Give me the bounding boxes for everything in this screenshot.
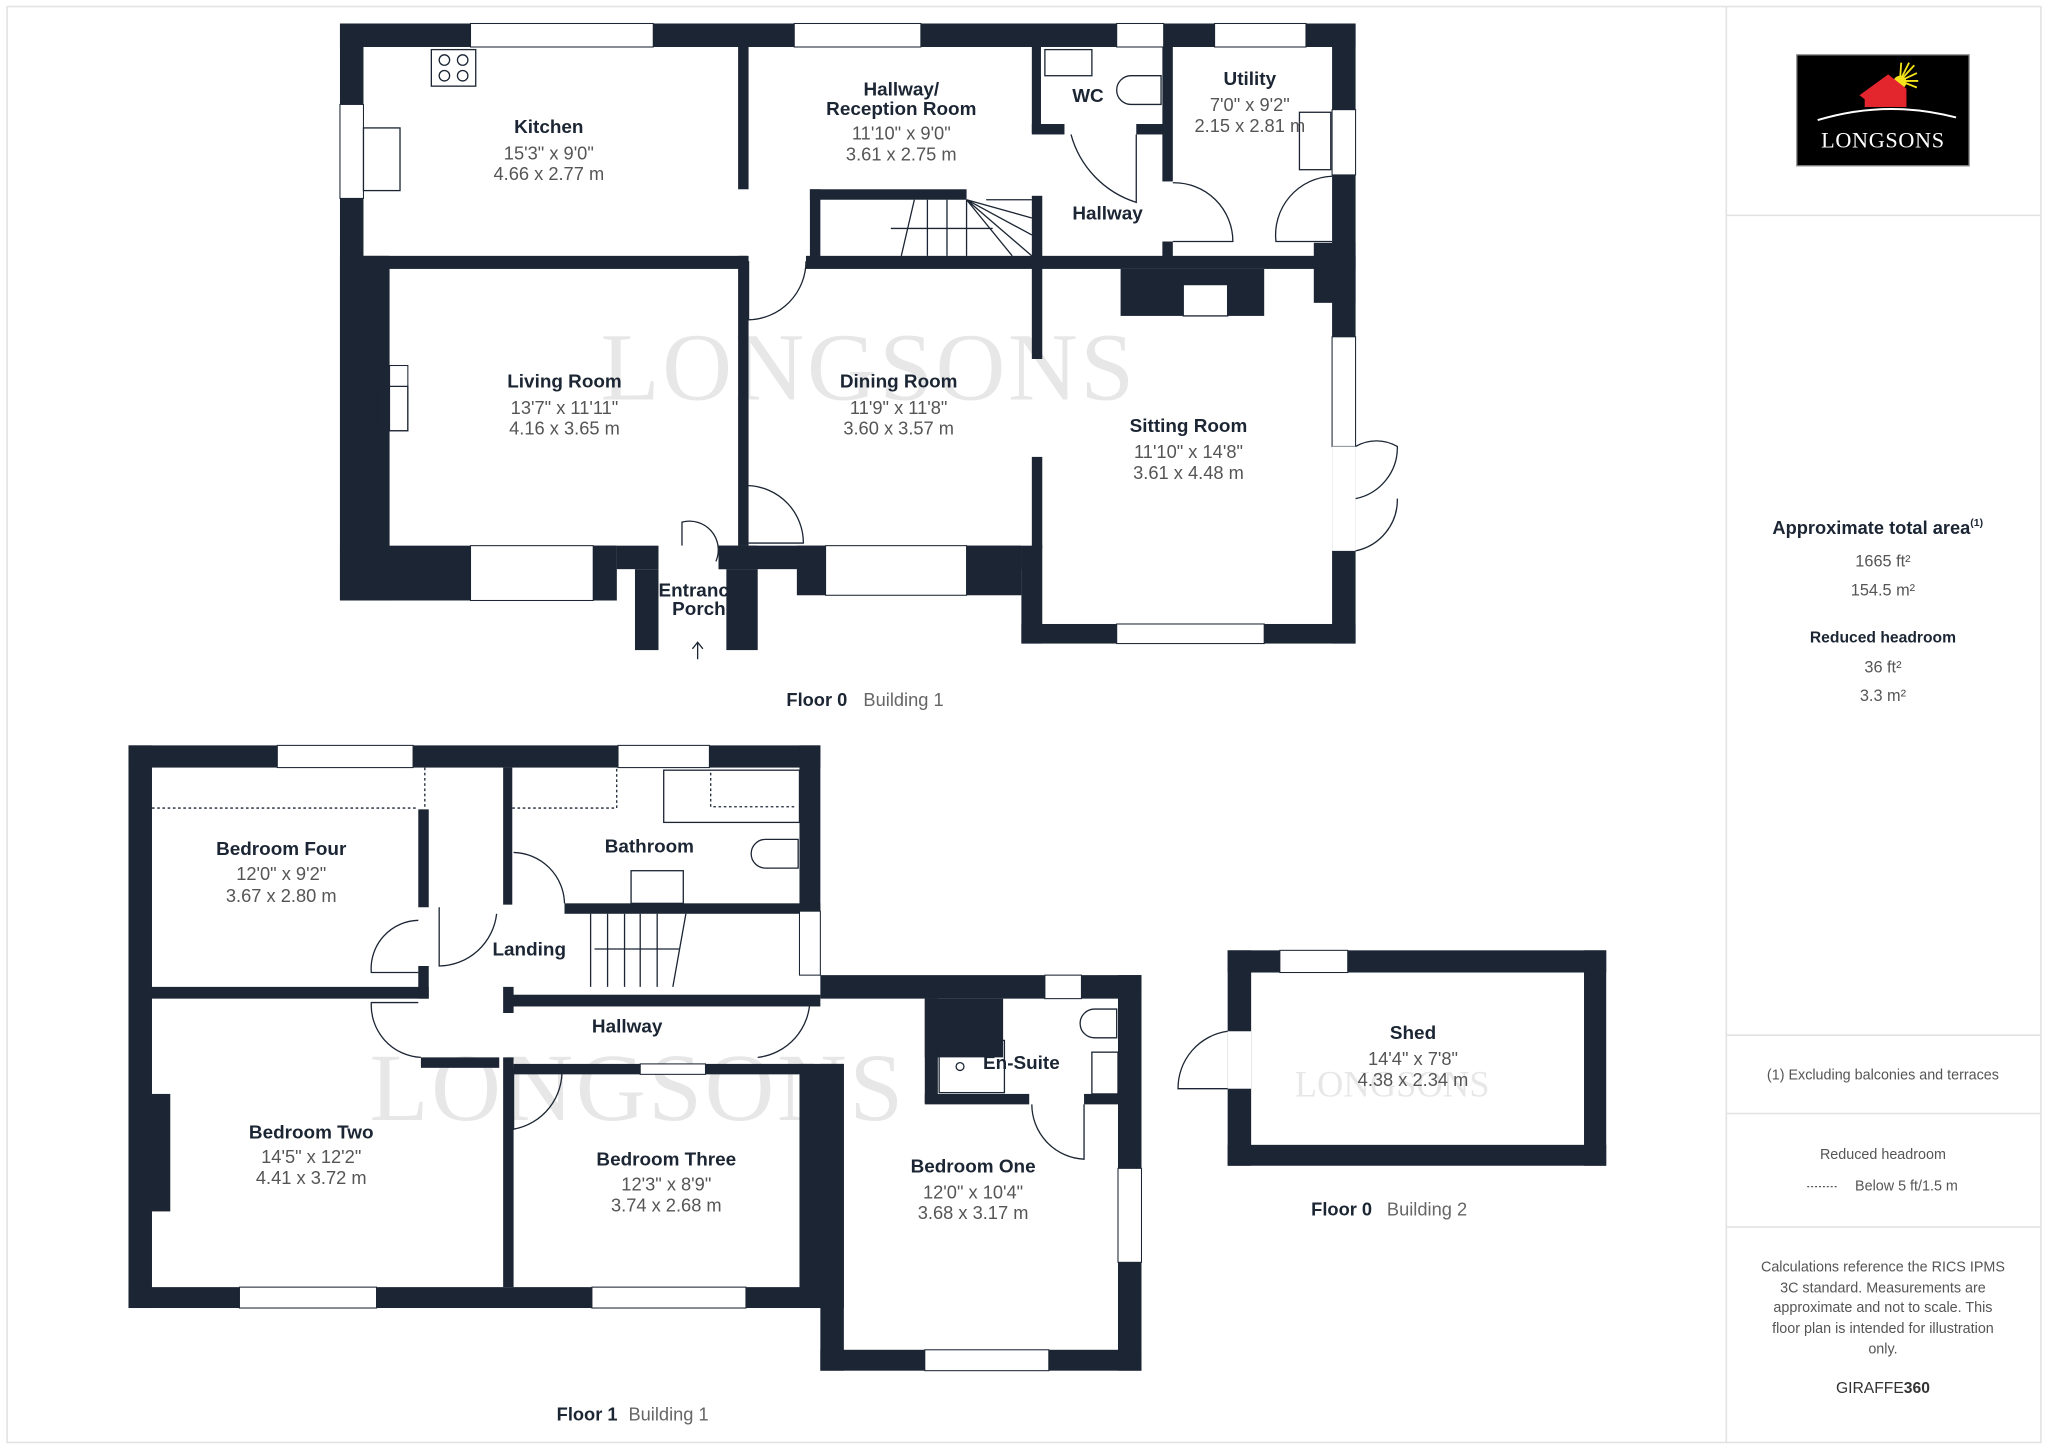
disclaimer-line: 3C standard. Measurements are	[1780, 1280, 1986, 1296]
logo-text: LONGSONS	[1821, 128, 1945, 153]
room-name: Bedroom Four	[216, 839, 347, 860]
total-area-title: Approximate total area(1)	[1772, 517, 1983, 538]
room-entrance-porch: Entrance Porch	[659, 581, 740, 620]
room-name: Entrance	[659, 581, 740, 602]
legend-title: Reduced headroom	[1820, 1147, 1946, 1163]
room-name: Hallway	[592, 1017, 663, 1038]
room-shed: Shed 14'4" x 7'8" 4.38 x 2.34 m	[1358, 1023, 1469, 1090]
room-name: Bathroom	[605, 836, 694, 857]
page-border	[6, 5, 2042, 1444]
reduced-headroom-title: Reduced headroom	[1810, 629, 1956, 646]
room-living-room: Living Room 13'7" x 11'11" 4.16 x 3.65 m	[507, 372, 621, 439]
room-name: Landing	[492, 940, 566, 961]
room-en-suite: En-Suite	[983, 1053, 1060, 1074]
room-name: Utility	[1224, 69, 1277, 90]
room-dimensions-imperial: 11'9" x 11'8"	[850, 397, 947, 418]
floor-label: Floor 1	[557, 1403, 618, 1424]
watermark: LONGSONS	[601, 313, 1137, 420]
room-dimensions-imperial: 13'7" x 11'11"	[511, 397, 619, 418]
watermark: LONGSONS	[1295, 1064, 1490, 1105]
longsons-logo: LONGSONS	[1796, 54, 1970, 167]
room-landing: Landing	[492, 940, 566, 961]
disclaimer-line: Calculations reference the RICS IPMS	[1761, 1259, 2005, 1275]
footnote: (1) Excluding balconies and terraces	[1767, 1068, 1999, 1084]
room-utility: Utility 7'0" x 9'2" 2.15 x 2.81 m	[1194, 69, 1305, 136]
room-dimensions-imperial: 15'3" x 9'0"	[504, 142, 594, 163]
room-dimensions-metric: 3.61 x 2.75 m	[846, 144, 957, 165]
floor-label: Floor 0	[1311, 1198, 1372, 1219]
total-area-m: 154.5 m²	[1851, 581, 1916, 599]
room-bedroom-four: Bedroom Four 12'0" x 9'2" 3.67 x 2.80 m	[216, 839, 347, 906]
room-name: Bedroom Three	[596, 1150, 736, 1171]
building-label: Building 2	[1387, 1198, 1467, 1219]
room-dimensions-metric: 4.66 x 2.77 m	[493, 163, 604, 184]
room-dimensions-imperial: 11'10" x 9'0"	[852, 123, 951, 144]
room-hallway: Hallway	[1072, 203, 1143, 224]
building-label: Building 1	[628, 1403, 708, 1424]
room-name: WC	[1072, 86, 1104, 107]
room-name: Dining Room	[840, 372, 958, 393]
room-bedroom-three: Bedroom Three 12'3" x 8'9" 3.74 x 2.68 m	[596, 1150, 736, 1216]
room-dimensions-metric: 4.38 x 2.34 m	[1358, 1069, 1469, 1090]
room-sitting-room: Sitting Room 11'10" x 14'8" 3.61 x 4.48 …	[1130, 416, 1248, 483]
room-hallway-reception: Hallway/ Reception Room 11'10" x 9'0" 3.…	[826, 79, 976, 164]
room-dimensions-metric: 3.68 x 3.17 m	[918, 1202, 1029, 1223]
room-bedroom-one: Bedroom One 12'0" x 10'4" 3.68 x 3.17 m	[911, 1156, 1036, 1223]
room-name: Kitchen	[514, 117, 583, 138]
room-dimensions-imperial: 14'5" x 12'2"	[261, 1146, 361, 1167]
room-dimensions-imperial: 12'0" x 10'4"	[923, 1181, 1023, 1202]
room-name: Living Room	[507, 372, 621, 393]
room-dimensions-imperial: 14'4" x 7'8"	[1368, 1048, 1458, 1069]
room-dimensions-imperial: 12'3" x 8'9"	[621, 1174, 711, 1195]
floor-0-building-2-plan	[1177, 949, 1607, 1166]
room-dimensions-imperial: 11'10" x 14'8"	[1134, 441, 1243, 462]
room-dimensions-metric: 3.60 x 3.57 m	[843, 418, 954, 439]
legend-item: Below 5 ft/1.5 m	[1855, 1179, 1958, 1195]
disclaimer-line: approximate and not to scale. This	[1773, 1300, 1992, 1316]
reduced-headroom-m: 3.3 m²	[1860, 687, 1907, 705]
room-name: Reception Room	[826, 99, 976, 120]
room-dimensions-metric: 4.41 x 3.72 m	[256, 1167, 367, 1188]
info-panel: LONGSONS Approximate total area(1) 1665 …	[1725, 6, 2041, 1443]
floor-1-building-1-plan	[128, 744, 1143, 1372]
room-name: En-Suite	[983, 1053, 1060, 1074]
room-dining-room: Dining Room 11'9" x 11'8" 3.60 x 3.57 m	[840, 372, 958, 439]
floor-0-building-1-plan	[339, 22, 1398, 660]
room-dimensions-metric: 3.67 x 2.80 m	[226, 885, 337, 906]
room-name: Sitting Room	[1130, 416, 1248, 437]
room-name: Hallway/	[863, 79, 939, 100]
floor-label: Floor 0	[786, 689, 847, 710]
room-hallway-upstairs: Hallway	[592, 1017, 663, 1038]
room-bathroom: Bathroom	[605, 836, 694, 857]
room-dimensions-imperial: 7'0" x 9'2"	[1210, 94, 1290, 115]
total-area-ft: 1665 ft²	[1855, 553, 1911, 571]
room-dimensions-metric: 2.15 x 2.81 m	[1194, 115, 1305, 136]
room-name: Porch	[672, 599, 726, 620]
room-bedroom-two: Bedroom Two 14'5" x 12'2" 4.41 x 3.72 m	[249, 1122, 374, 1188]
room-dimensions-metric: 3.74 x 2.68 m	[611, 1194, 722, 1215]
giraffe360-brand: GIRAFFE360	[1836, 1380, 1930, 1397]
room-name: Hallway	[1072, 203, 1143, 224]
building-label: Building 1	[863, 689, 943, 710]
room-kitchen: Kitchen 15'3" x 9'0" 4.66 x 2.77 m	[493, 117, 604, 184]
room-dimensions-metric: 3.61 x 4.48 m	[1133, 462, 1244, 483]
disclaimer-line: floor plan is intended for illustration	[1772, 1321, 1994, 1337]
room-name: Shed	[1390, 1023, 1436, 1044]
reduced-headroom-ft: 36 ft²	[1864, 658, 1902, 676]
room-wc: WC	[1072, 86, 1104, 107]
room-name: Bedroom One	[911, 1156, 1036, 1177]
room-name: Bedroom Two	[249, 1122, 374, 1143]
disclaimer-line: only.	[1868, 1342, 1897, 1358]
room-dimensions-imperial: 12'0" x 9'2"	[236, 863, 326, 884]
room-dimensions-metric: 4.16 x 3.65 m	[509, 418, 620, 439]
